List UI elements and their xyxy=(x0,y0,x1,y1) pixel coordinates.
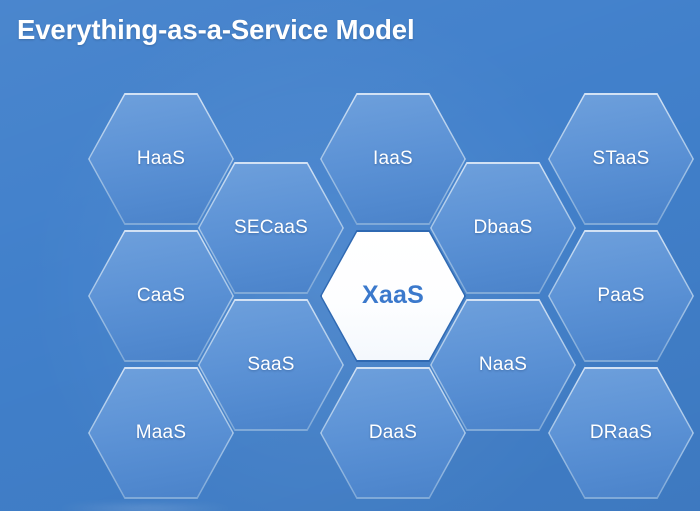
hex-cell-label: IaaS xyxy=(373,147,413,169)
hex-cell-body: PaaS xyxy=(549,231,693,361)
hex-cell-body: IaaS xyxy=(321,94,465,224)
hex-cell-label: DbaaS xyxy=(473,216,533,238)
hex-cell-body: DRaaS xyxy=(549,368,693,498)
hex-cell-label: SECaaS xyxy=(233,216,309,238)
hex-cell-staas[interactable]: STaaS xyxy=(548,93,694,225)
hex-cell-body: HaaS xyxy=(89,94,233,224)
hex-cell-label: DaaS xyxy=(368,421,418,443)
hex-cell-paas[interactable]: PaaS xyxy=(548,230,694,362)
hex-cell-draas[interactable]: DRaaS xyxy=(548,367,694,499)
hex-cell-label: NaaS xyxy=(478,353,528,375)
hex-cell-label: STaaS xyxy=(592,147,650,169)
hex-cell-label: DRaaS xyxy=(589,421,653,443)
hex-cell-label: SaaS xyxy=(247,353,295,375)
hex-cell-label: HaaS xyxy=(136,147,186,169)
hex-cell-label: XaaS xyxy=(362,281,424,310)
hex-cell-xaas[interactable]: XaaS xyxy=(320,230,466,362)
page-title: Everything-as-a-Service Model xyxy=(17,14,415,45)
hex-cell-label: PaaS xyxy=(597,284,645,306)
hex-cell-label: CaaS xyxy=(136,284,186,306)
hex-cell-label: MaaS xyxy=(135,421,187,443)
hex-cell-daas[interactable]: DaaS xyxy=(320,367,466,499)
hex-cell-body: STaaS xyxy=(549,94,693,224)
